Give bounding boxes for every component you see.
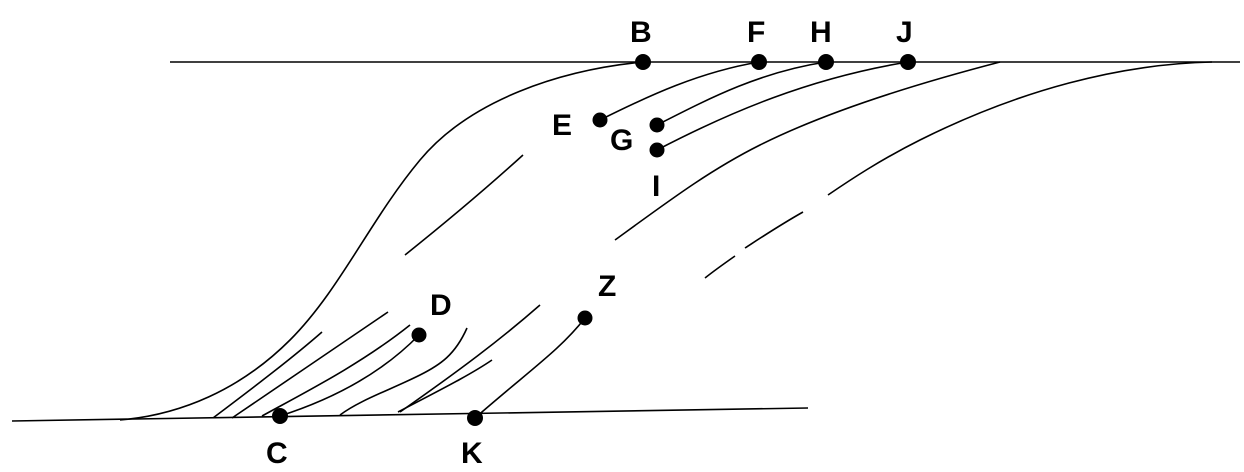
point-h <box>818 54 834 70</box>
trace-lower-2 <box>231 311 389 419</box>
trace-lower-5 <box>339 327 468 416</box>
label-i: I <box>652 170 660 203</box>
label-k: K <box>461 437 483 470</box>
trace-lower-1 <box>212 331 323 419</box>
point-g <box>649 117 665 133</box>
trace-g-h <box>656 61 827 126</box>
label-e: E <box>552 109 572 142</box>
trace-k-z <box>474 317 586 419</box>
label-z: Z <box>598 270 616 303</box>
label-c: C <box>266 437 288 470</box>
point-d <box>411 327 427 343</box>
label-h: H <box>810 16 832 49</box>
point-j <box>900 54 916 70</box>
point-c <box>272 408 288 424</box>
trace-e-f <box>599 61 760 121</box>
trace-lower-3 <box>261 324 411 417</box>
label-j: J <box>896 16 913 49</box>
trace-middle-upper <box>404 154 524 256</box>
point-e <box>592 112 608 128</box>
trace-right-long <box>614 61 1001 241</box>
trace-c-d <box>279 334 420 417</box>
label-g: G <box>610 124 633 157</box>
point-i <box>649 142 665 158</box>
trace-far-right-mid <box>744 211 804 249</box>
point-b <box>635 54 651 70</box>
point-z <box>577 310 593 326</box>
label-d: D <box>430 289 452 322</box>
trace-far-right-upper <box>827 61 1213 196</box>
trace-far-right-low <box>704 255 736 279</box>
trace-i-j <box>656 61 909 151</box>
point-k <box>467 410 483 426</box>
trace-lower-7 <box>399 304 541 413</box>
label-f: F <box>747 16 765 49</box>
point-f <box>751 54 767 70</box>
label-b: B <box>630 16 652 49</box>
lower-surface-line <box>11 407 809 422</box>
main-fault-trace <box>119 61 644 421</box>
